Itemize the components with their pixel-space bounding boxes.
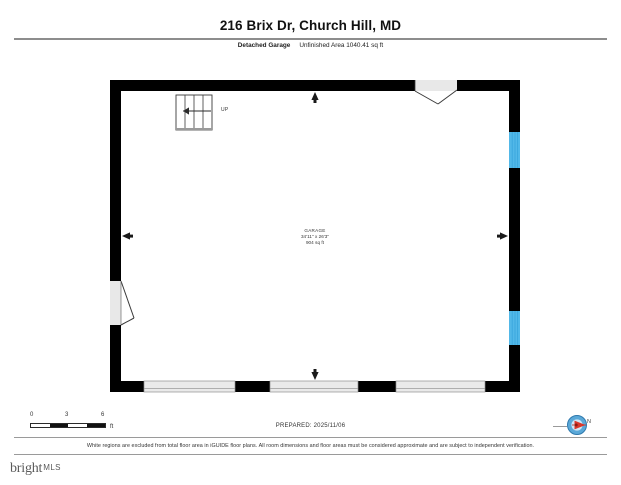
- scale-seg-1: [31, 424, 50, 427]
- compass-rose: N: [553, 412, 595, 438]
- stairs-up-label: UP: [221, 107, 229, 113]
- logo-wordmark: bright: [10, 461, 43, 476]
- dimension-marker-top: [311, 92, 319, 103]
- room-label-garage: GARAGE 34'11" x 26'3" 904 sq ft: [284, 228, 346, 246]
- scale-tick-1: 3: [65, 412, 69, 418]
- garage-door-2: [269, 380, 359, 393]
- scale-tick-0: 0: [30, 412, 34, 418]
- scale-bar-graphic: [30, 423, 106, 428]
- floor-area: [110, 80, 520, 392]
- wall-top-left: [110, 80, 415, 91]
- page-title: 216 Brix Dr, Church Hill, MD: [219, 18, 402, 33]
- garage-door-3: [395, 380, 486, 393]
- compass-north-label: N: [587, 419, 591, 425]
- scale-bar-labels: 0 3 6: [30, 412, 140, 421]
- compass-icon: [567, 415, 587, 435]
- wall-top-right: [457, 80, 520, 91]
- wall-right-middle: [509, 168, 520, 311]
- header-divider: [14, 38, 607, 40]
- wall-right-top: [509, 80, 520, 132]
- garage-door-1: [143, 380, 236, 393]
- dimension-marker-bottom: [311, 369, 319, 380]
- wall-bottom-pier-3: [358, 381, 396, 392]
- staircase: [175, 94, 213, 131]
- prepared-date: PREPARED: 2025/11/06: [275, 423, 346, 429]
- scale-seg-2: [49, 424, 68, 427]
- level-label: Detached Garage: [237, 42, 291, 49]
- room-dimensions: 34'11" x 26'3": [300, 233, 330, 239]
- scale-tick-2: 6: [101, 412, 105, 418]
- footer-divider-top: [14, 437, 607, 438]
- scale-unit: ft: [110, 424, 114, 430]
- wall-bottom-pier-2: [235, 381, 270, 392]
- scale-seg-3: [68, 424, 87, 427]
- wall-right-bottom: [509, 345, 520, 392]
- room-area: 904 sq ft: [305, 239, 325, 245]
- disclaimer-text: White regions are excluded from total fl…: [86, 443, 535, 449]
- dimension-marker-right: [497, 232, 508, 240]
- door-left: [110, 280, 135, 326]
- scale-bar: 0 3 6 ft: [30, 412, 140, 434]
- door-top-right: [414, 80, 458, 105]
- wall-bottom-pier-1: [110, 381, 144, 392]
- compass-leader-line: [553, 426, 567, 427]
- room-name: GARAGE: [304, 228, 326, 233]
- area-label: Unfinished Area 1040.41 sq ft: [299, 42, 384, 49]
- wall-bottom-pier-4: [485, 381, 520, 392]
- header-subtitle: Detached Garage Unfinished Area 1040.41 s…: [0, 42, 621, 49]
- bright-mls-logo: brightMLS: [10, 461, 61, 477]
- wall-left-lower: [110, 325, 121, 392]
- footer-divider-bottom: [14, 454, 607, 455]
- window-right-upper: [509, 132, 520, 168]
- scale-seg-4: [86, 424, 105, 427]
- logo-mls-suffix: MLS: [43, 463, 61, 472]
- dimension-marker-left: [122, 232, 133, 240]
- window-right-lower: [509, 311, 520, 345]
- wall-left-upper: [110, 80, 121, 281]
